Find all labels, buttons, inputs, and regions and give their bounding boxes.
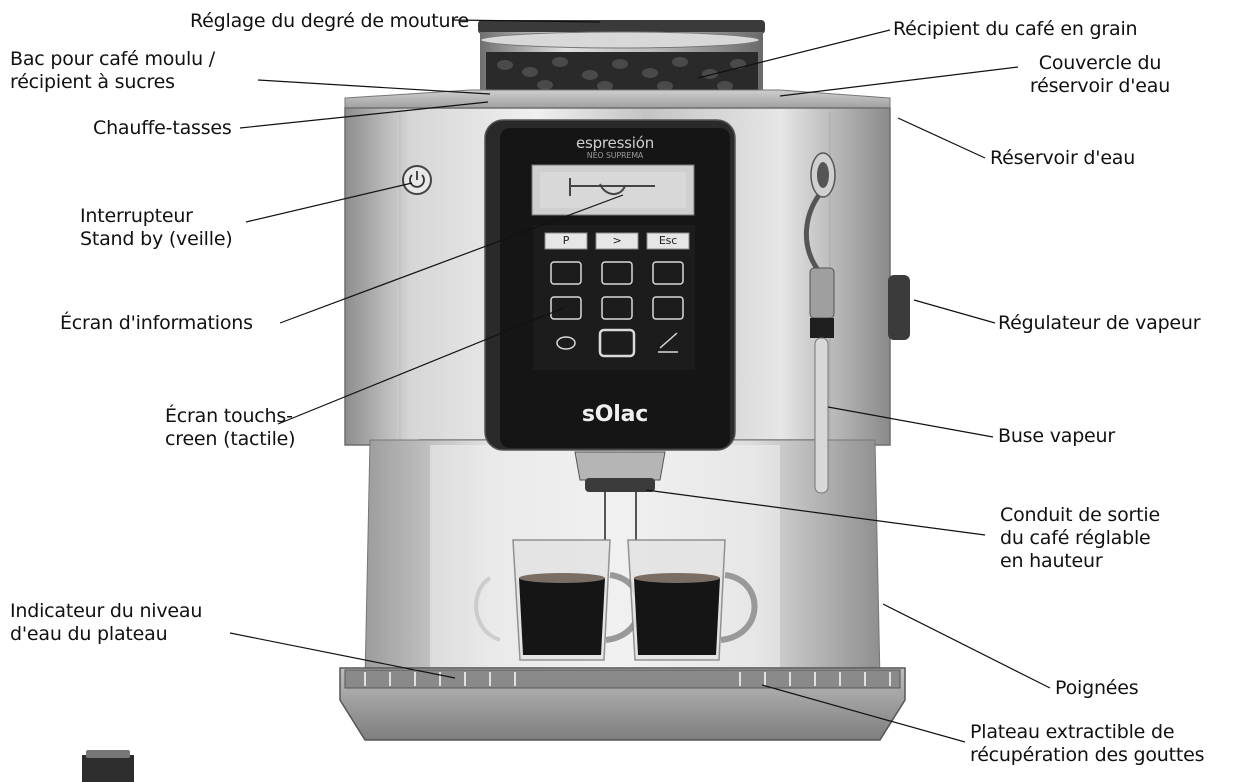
touch-button-esc[interactable]: Esc (658, 234, 678, 247)
label-water-tank: Réservoir d'eau (990, 147, 1136, 169)
bean-hopper (478, 20, 765, 94)
touch-button-next[interactable]: > (612, 234, 622, 247)
touch-button-p[interactable]: P (562, 234, 570, 247)
leader-touchscreen (277, 306, 567, 425)
label-ground-coffee-tray: Bac pour café moulu / récipient à sucres (10, 48, 215, 93)
leader-grind (451, 19, 601, 23)
power-button[interactable] (402, 165, 432, 195)
leader-bean-container (697, 29, 891, 79)
leader-steam-nozzle (827, 406, 994, 438)
label-drip-tray: Plateau extractible de récupération des … (970, 721, 1205, 766)
label-steam-nozzle: Buse vapeur (998, 425, 1115, 447)
coffee-outlet[interactable] (574, 451, 666, 540)
brand-name: espressión (575, 134, 655, 152)
leader-lines (229, 19, 1051, 743)
info-screen (531, 164, 695, 216)
label-standby-switch: Interrupteur Stand by (veille) (80, 205, 233, 250)
label-grind-setting: Réglage du degré de mouture (190, 10, 470, 32)
label-cup-warmer: Chauffe-tasses (93, 117, 232, 139)
label-handles: Poignées (1055, 677, 1139, 699)
label-tray-water-indicator: Indicateur du niveau d'eau du plateau (10, 600, 203, 645)
leader-handles (882, 603, 1051, 689)
leader-water-indicator (229, 632, 456, 679)
label-info-screen: Écran d'informations (60, 312, 253, 334)
steam-regulator-knob[interactable] (888, 275, 910, 340)
label-coffee-outlet: Conduit de sortie du café réglable en ha… (1000, 504, 1160, 572)
leader-standby (245, 182, 413, 223)
leader-steam-regulator (913, 299, 996, 324)
brand-logo: sOlac (581, 402, 649, 427)
leader-ground-tray (257, 79, 491, 95)
coffee-jar (82, 750, 134, 782)
leader-coffee-outlet (645, 489, 986, 536)
espresso-glasses (474, 539, 758, 661)
label-water-tank-lid: Couvercle du réservoir d'eau (1029, 52, 1171, 97)
leader-tank-lid (779, 66, 1019, 97)
leader-water-tank (897, 117, 986, 159)
touchscreen[interactable] (533, 225, 695, 370)
label-bean-container: Récipient du café en grain (893, 18, 1138, 40)
steam-wand[interactable] (804, 152, 836, 494)
leader-info-screen (279, 194, 624, 324)
label-touchscreen: Écran touchs- creen (tactile) (165, 405, 296, 450)
label-steam-regulator: Régulateur de vapeur (998, 312, 1201, 334)
leader-cup-warmer (239, 101, 489, 129)
leader-drip-tray (761, 684, 966, 743)
brand-subtitle: NEO SUPREMA (586, 151, 644, 160)
drip-tray[interactable] (339, 667, 906, 741)
